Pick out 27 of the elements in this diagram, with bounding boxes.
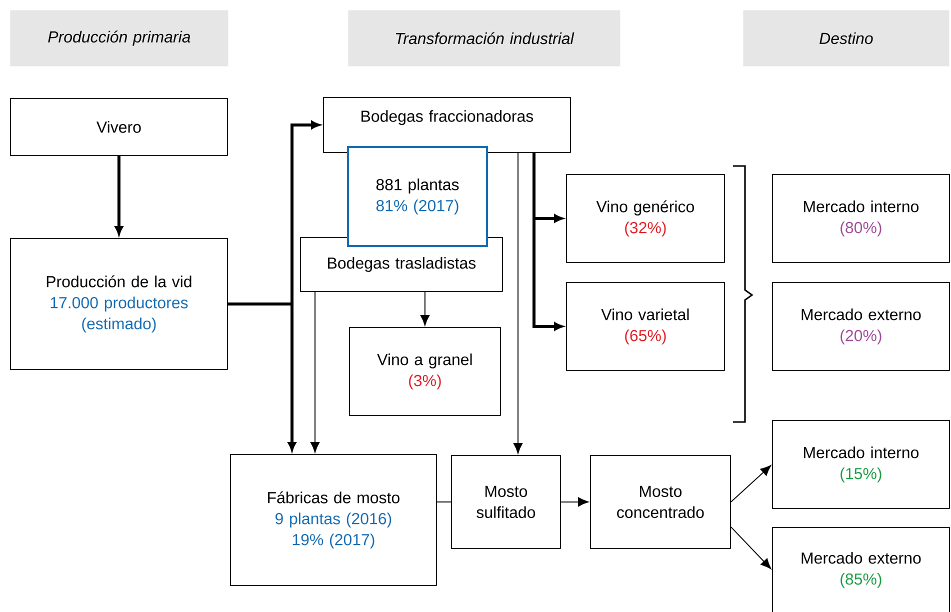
arrow [560,497,589,507]
process-box: Mosto sulfitado [451,455,561,549]
stat-box: 881 plantas 81% (2017) [347,146,488,247]
arrow [730,526,772,570]
process-box: Fábricas de mosto 9 plantas (2016) 19% (2017) [230,454,437,586]
arrow [310,291,320,453]
arrow [114,156,123,235]
process-box: Mosto concentrado [590,455,731,549]
connector-line [436,501,452,502]
process-box: Bodegas fraccionadoras [323,97,571,153]
product-box: Vino genérico (32%) [566,174,725,263]
header-band: Producción primaria [10,10,228,66]
product-box: Vino varietal (65%) [566,282,725,371]
arrow [228,302,296,451]
process-box: Vivero [10,98,228,156]
market-box: Mercado interno (15%) [772,420,950,509]
arrow [513,152,523,454]
header-band: Transformación industrial [348,10,620,66]
market-box: Mercado externo (85%) [772,527,950,612]
header-band: Destino [743,10,950,66]
market-box: Mercado externo (20%) [772,282,950,371]
arrow [420,291,430,326]
process-box: Producción de la vid 17.000 productores (estimado) [10,238,228,370]
arrow [730,465,772,502]
arrow [532,152,563,330]
product-box: Vino a granel (3%) [349,327,501,416]
market-box: Mercado interno (80%) [772,174,950,263]
